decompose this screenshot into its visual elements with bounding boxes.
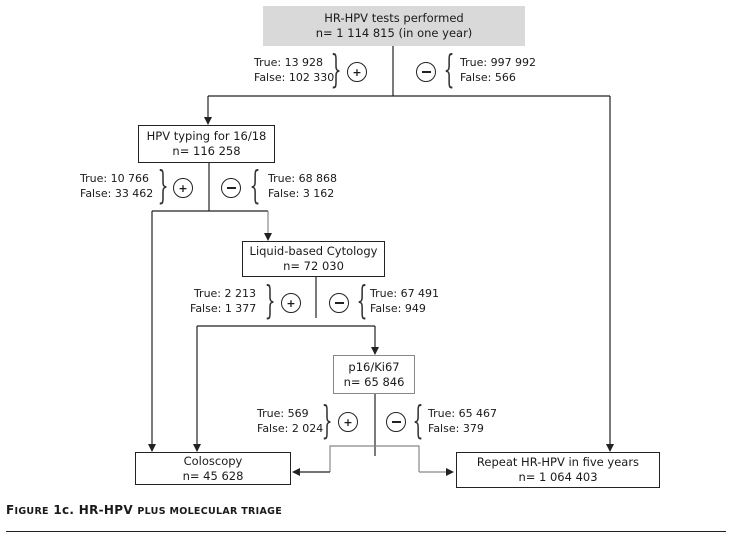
- false-count: False: 379: [428, 422, 484, 435]
- true-count: True: 997 992: [460, 56, 537, 69]
- minus-circle-icon: [221, 178, 241, 198]
- left-brace-icon: {: [249, 163, 261, 207]
- split-p16: [329, 445, 420, 472]
- label-typing-positive: True: 10 766 False: 33 462: [80, 171, 154, 201]
- minus-circle-icon: [329, 293, 349, 313]
- plus-circle-icon: +: [347, 62, 367, 82]
- true-count: True: 13 928: [254, 56, 324, 69]
- false-count: False: 33 462: [80, 187, 154, 200]
- node-title: p16/Ki67: [348, 359, 400, 374]
- false-count: False: 102 330: [254, 71, 335, 84]
- node-count: n= 116 258: [172, 144, 241, 158]
- node-p16-ki67: p16/Ki67 n= 65 846: [333, 355, 415, 394]
- node-hpv-typing: HPV typing for 16/18 n= 116 258: [138, 125, 275, 163]
- node-count: n= 1 064 403: [518, 470, 598, 484]
- node-title: Repeat HR-HPV in five years: [476, 455, 640, 469]
- true-count: True: 67 491: [370, 287, 440, 300]
- node-hr-hpv-tests: HR-HPV tests performed n= 1 114 815 (in …: [263, 6, 525, 46]
- false-count: False: 949: [370, 302, 426, 315]
- true-count: True: 10 766: [80, 172, 150, 185]
- right-brace-icon: }: [157, 163, 169, 207]
- false-count: False: 566: [460, 71, 516, 84]
- label-hr-hpv-negative: True: 997 992 False: 566: [460, 55, 536, 85]
- right-brace-icon: }: [330, 47, 342, 91]
- label-cytology-positive: True: 2 213 False: 1 377: [190, 286, 256, 316]
- node-coloscopy: Coloscopy n= 45 628: [135, 452, 291, 485]
- label-p16-positive: True: 569 False: 2 024: [257, 406, 323, 436]
- caption-rest-smallcaps: PLUS MOLECULAR TRIAGE: [137, 506, 283, 517]
- right-brace-icon: }: [264, 278, 276, 322]
- figure-caption: FIGURE 1c. HR-HPV PLUS MOLECULAR TRIAGE: [6, 503, 282, 517]
- node-title: HPV typing for 16/18: [146, 129, 267, 143]
- node-repeat-hr-hpv: Repeat HR-HPV in five years n= 1 064 403: [456, 452, 660, 488]
- node-count: n= 45 628: [182, 468, 244, 483]
- left-brace-icon: {: [412, 398, 424, 442]
- node-title: Liquid-based Cytology: [249, 244, 378, 258]
- false-count: False: 2 024: [257, 422, 324, 435]
- minus-circle-icon: [416, 62, 436, 82]
- label-typing-negative: True: 68 868 False: 3 162: [268, 171, 337, 201]
- minus-circle-icon: [386, 412, 406, 432]
- caption-prefix-smallcaps: IGURE: [14, 506, 49, 517]
- caption-number: 1c. HR-HPV: [48, 503, 138, 517]
- true-count: True: 68 868: [268, 172, 338, 185]
- plus-circle-icon: +: [173, 178, 193, 198]
- label-p16-negative: True: 65 467 False: 379: [428, 406, 497, 436]
- left-brace-icon: {: [443, 47, 455, 91]
- true-count: True: 569: [257, 407, 309, 420]
- true-count: True: 2 213: [193, 287, 256, 300]
- false-count: False: 3 162: [268, 187, 335, 200]
- node-count: n= 65 846: [343, 374, 405, 389]
- caption-prefix: F: [6, 503, 15, 517]
- plus-circle-icon: +: [281, 293, 301, 313]
- node-title: HR-HPV tests performed: [324, 11, 464, 25]
- left-brace-icon: {: [356, 278, 368, 322]
- false-count: False: 1 377: [190, 302, 257, 315]
- node-title: Coloscopy: [183, 453, 243, 468]
- bottom-rule: [6, 531, 726, 532]
- right-brace-icon: }: [321, 398, 333, 442]
- node-count: n= 1 114 815 (in one year): [315, 26, 473, 40]
- label-hr-hpv-positive: True: 13 928 False: 102 330: [254, 55, 334, 85]
- label-cytology-negative: True: 67 491 False: 949: [370, 286, 439, 316]
- true-count: True: 65 467: [428, 407, 498, 420]
- node-liquid-cytology: Liquid-based Cytology n= 72 030: [242, 241, 385, 277]
- node-count: n= 72 030: [283, 259, 344, 273]
- plus-circle-icon: +: [338, 412, 358, 432]
